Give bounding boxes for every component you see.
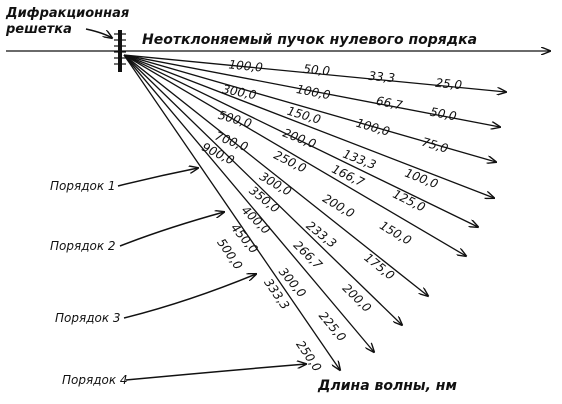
order-4-arrow	[125, 364, 306, 381]
wavelength-value-label: 50,0	[303, 62, 331, 79]
diffracted-ray	[123, 54, 506, 92]
wavelength-value-label: 50,0	[429, 105, 458, 124]
zero-order-label: Неотклоняемый пучок нулевого порядка	[142, 32, 477, 48]
grating-pointer-arrow	[85, 28, 112, 38]
diffracted-ray	[123, 54, 466, 256]
order-4-label: Порядок 4	[62, 373, 128, 387]
order-3-label: Порядок 3	[55, 311, 121, 325]
wavelength-value-label: 250,0	[293, 338, 324, 375]
wavelength-value-label: 266,7	[291, 238, 326, 272]
wavelength-value-label: 100,0	[228, 57, 264, 74]
wavelength-value-label: 200,0	[340, 281, 375, 315]
diffracted-ray	[123, 54, 340, 370]
grating-label-line1: Дифракционная	[5, 6, 129, 21]
wavelength-value-label: 200,0	[320, 191, 357, 221]
diffracted-ray	[123, 54, 478, 227]
wavelength-value-label: 150,0	[285, 104, 322, 127]
diffracted-ray	[123, 54, 494, 198]
order-1-arrow	[117, 168, 198, 187]
wavelength-value-label: 75,0	[420, 135, 450, 156]
diffracted-ray	[123, 54, 428, 296]
wavelength-axis-label: Длина волны, нм	[317, 378, 457, 394]
wavelength-value-label: 66,7	[375, 94, 404, 113]
wavelength-value-label: 300,0	[221, 82, 258, 102]
order-2-label: Порядок 2	[50, 239, 116, 253]
grating-label-line2: решетка	[5, 22, 72, 37]
wavelength-value-label: 100,0	[295, 82, 332, 102]
diffracted-ray	[123, 54, 500, 127]
diffracted-ray	[123, 54, 402, 325]
wavelength-value-label: 200,0	[281, 126, 318, 152]
wavelength-value-label: 100,0	[354, 116, 391, 139]
diffracted-ray	[123, 54, 496, 162]
wavelength-value-label: 25,0	[435, 76, 463, 93]
wavelength-value-label: 125,0	[391, 187, 428, 215]
diffraction-grating	[114, 30, 126, 72]
order-2-arrow	[119, 212, 224, 247]
wavelength-value-label: 175,0	[362, 250, 398, 283]
wavelength-value-label: 33,3	[368, 69, 396, 85]
diffracted-ray	[123, 54, 374, 352]
order-1-label: Порядок 1	[50, 179, 116, 193]
wavelength-value-label: 225,0	[316, 309, 349, 345]
order-3-arrow	[123, 274, 256, 319]
